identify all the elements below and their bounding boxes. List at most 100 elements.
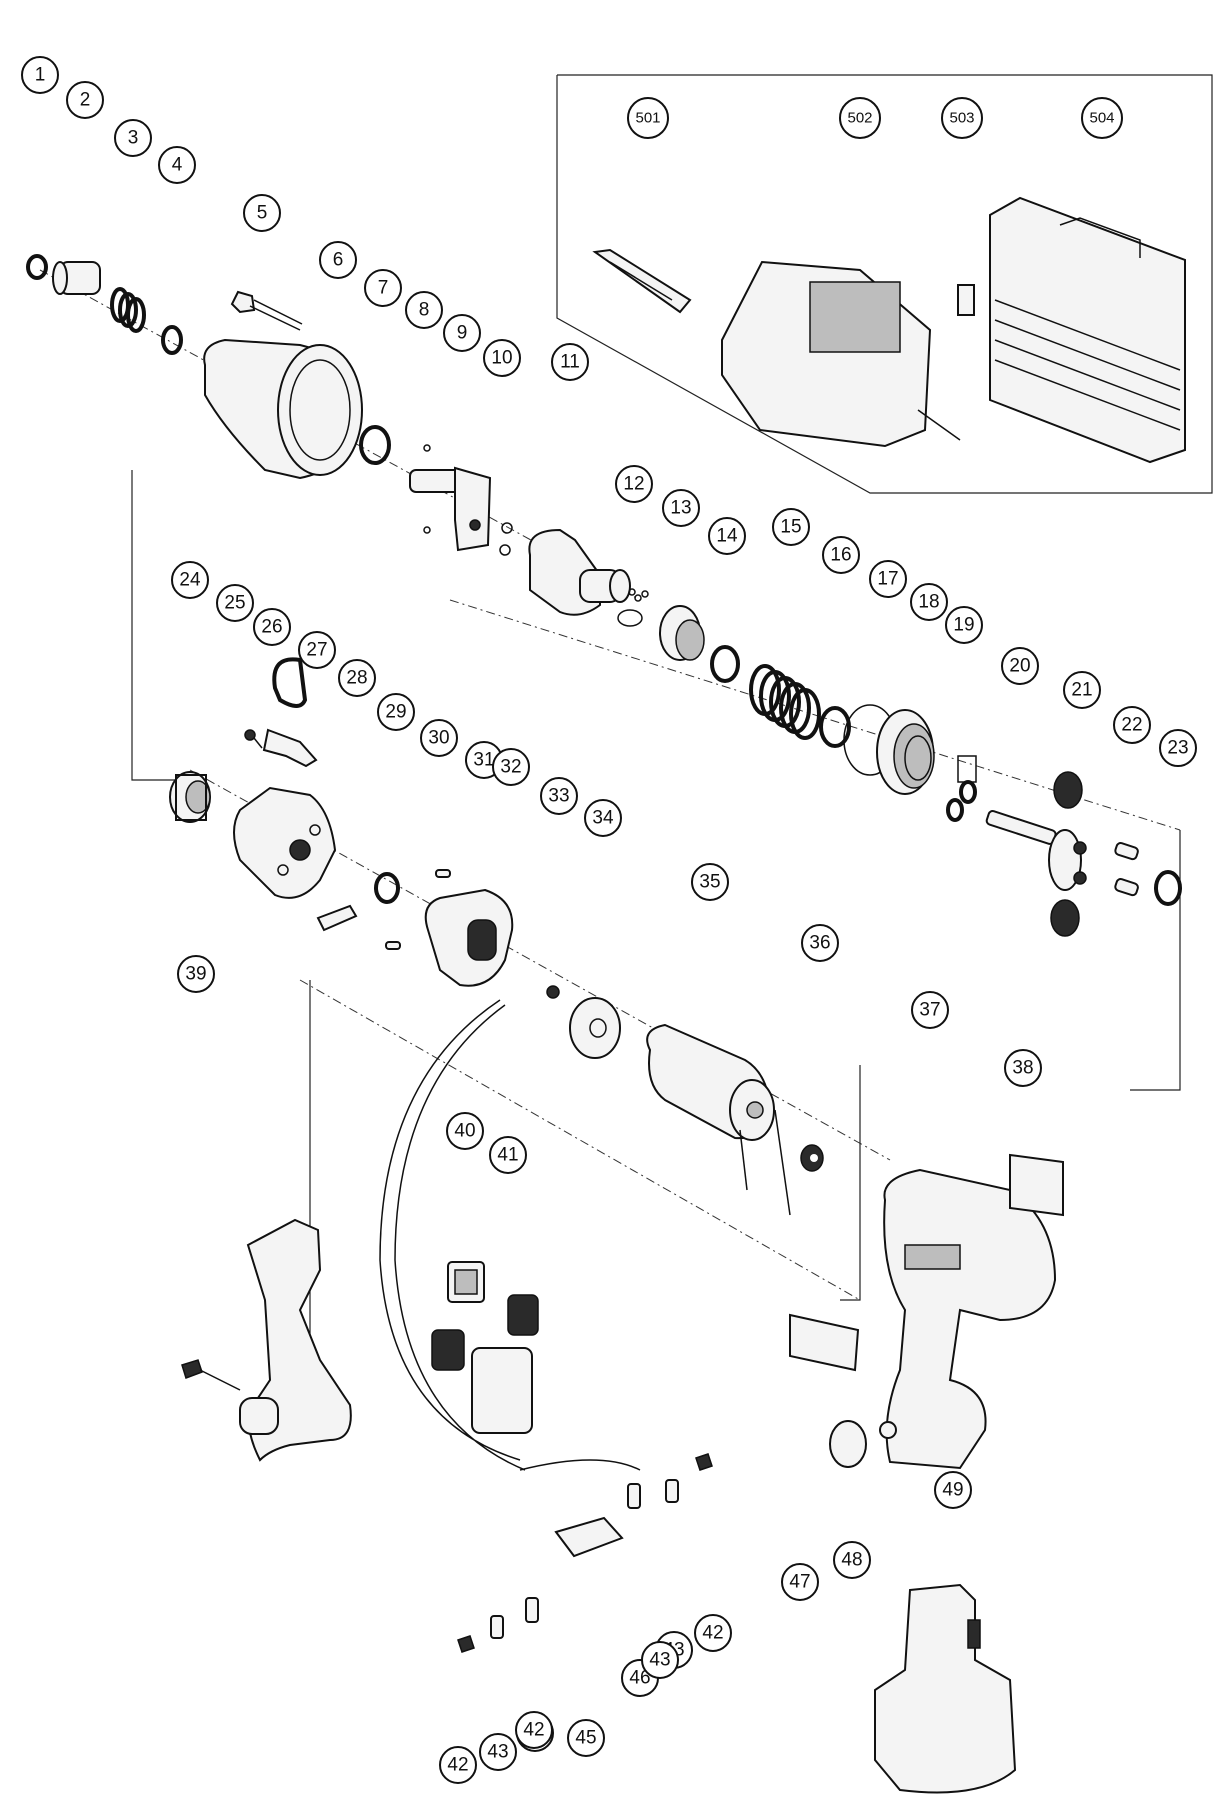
part-4-shape [161, 325, 183, 355]
callout-label: 41 [497, 1145, 518, 1166]
part-37-shape [879, 1168, 1057, 1470]
callout-label: 42 [447, 1755, 468, 1776]
callout-label: 12 [623, 474, 644, 495]
callout-label: 42 [523, 1720, 544, 1741]
callout-label: 1 [35, 65, 46, 86]
callout-label: 3 [128, 128, 139, 149]
callout-label: 8 [419, 300, 430, 321]
callout-17: 17 [869, 560, 907, 598]
callout-16: 16 [822, 536, 860, 574]
callout-43: 43 [641, 1641, 679, 1679]
part-501-shape [592, 248, 692, 314]
callout-label: 14 [716, 526, 738, 547]
callout-25: 25 [216, 584, 254, 622]
callout-label: 7 [378, 278, 389, 299]
callout-label: 33 [548, 786, 569, 807]
callout-label: 47 [789, 1572, 810, 1593]
part-40-shape [447, 1261, 485, 1303]
callout-36: 36 [801, 924, 839, 962]
part-24-shape [169, 771, 211, 823]
callout-label: 502 [847, 110, 872, 127]
callout-label: 6 [333, 250, 344, 271]
part-28-shape [233, 786, 337, 899]
callout-40: 40 [446, 1112, 484, 1150]
part-22-shape [1114, 842, 1139, 897]
callout-28: 28 [338, 659, 376, 697]
callout-label: 39 [185, 964, 206, 985]
callout-label: 26 [261, 617, 282, 638]
part-19-shape [946, 755, 977, 822]
callout-label: 36 [809, 933, 830, 954]
callout-label: 4 [172, 155, 183, 176]
part-30-shape [374, 872, 400, 904]
callout-23: 23 [1159, 729, 1197, 767]
part-15-shape [749, 664, 821, 740]
part-503-shape [957, 284, 975, 316]
callout-504: 504 [1081, 97, 1123, 139]
callout-42: 42 [694, 1614, 732, 1652]
callout-501: 501 [627, 97, 669, 139]
callout-label: 20 [1009, 656, 1030, 677]
callout-label: 46 [629, 1668, 650, 1689]
callout-502: 502 [839, 97, 881, 139]
part-34-shape [569, 997, 621, 1059]
callout-label: 504 [1089, 110, 1114, 127]
part-38-shape [1009, 1153, 1064, 1217]
part-35-shape [646, 1023, 791, 1216]
bracket-upper [131, 470, 190, 781]
callout-label: 43 [487, 1742, 508, 1763]
part-2-shape [52, 261, 101, 295]
callout-24: 24 [171, 561, 209, 599]
callout-26: 26 [253, 608, 291, 646]
callout-11: 11 [551, 343, 589, 381]
callout-18: 18 [910, 583, 948, 621]
callout-4: 4 [158, 146, 196, 184]
callout-47: 47 [781, 1563, 819, 1601]
callout-3: 3 [114, 119, 152, 157]
part-10-shape [499, 522, 513, 556]
callout-19: 19 [945, 606, 983, 644]
part-6-shape [203, 338, 363, 480]
callout-label: 18 [918, 592, 939, 613]
callout-30: 30 [420, 719, 458, 757]
callout-label: 5 [257, 203, 268, 224]
part-9-shape [409, 466, 492, 552]
part-21-shape [1050, 771, 1083, 937]
part-49-shape [874, 1583, 1017, 1794]
callout-label: 43 [649, 1650, 670, 1671]
callout-label: 10 [491, 348, 512, 369]
callout-label: 11 [560, 352, 580, 373]
part-502-shape [721, 260, 961, 448]
callout-22: 22 [1113, 706, 1151, 744]
callout-label: 30 [428, 728, 449, 749]
callout-label: 28 [346, 668, 367, 689]
callout-label: 34 [592, 808, 614, 829]
part-48-shape [829, 1420, 867, 1468]
part-13-shape [659, 605, 705, 661]
callout-label: 2 [80, 90, 91, 111]
part-20-shape [985, 810, 1087, 891]
part-47-shape [789, 1313, 860, 1372]
callout-label: 42 [702, 1623, 723, 1644]
callout-label: 503 [949, 110, 974, 127]
callout-label: 22 [1121, 715, 1142, 736]
callout-45: 45 [567, 1719, 605, 1757]
accessory-box-frame [556, 74, 1213, 494]
callout-label: 21 [1071, 680, 1092, 701]
part-29-shape [316, 904, 358, 932]
callout-2: 2 [66, 81, 104, 119]
wiring-harness [379, 999, 641, 1471]
part-31-shape [385, 869, 451, 950]
part-14-shape [710, 645, 740, 683]
part-39-shape [181, 1218, 352, 1462]
callout-41: 41 [489, 1136, 527, 1174]
callout-32: 32 [492, 748, 530, 786]
callout-49: 49 [934, 1471, 972, 1509]
part-26-shape [272, 657, 308, 708]
part-16-shape [819, 706, 851, 748]
callout-label: 19 [953, 615, 974, 636]
callout-label: 37 [919, 1000, 940, 1021]
callout-label: 13 [670, 498, 691, 519]
part-8-shape [423, 444, 431, 534]
